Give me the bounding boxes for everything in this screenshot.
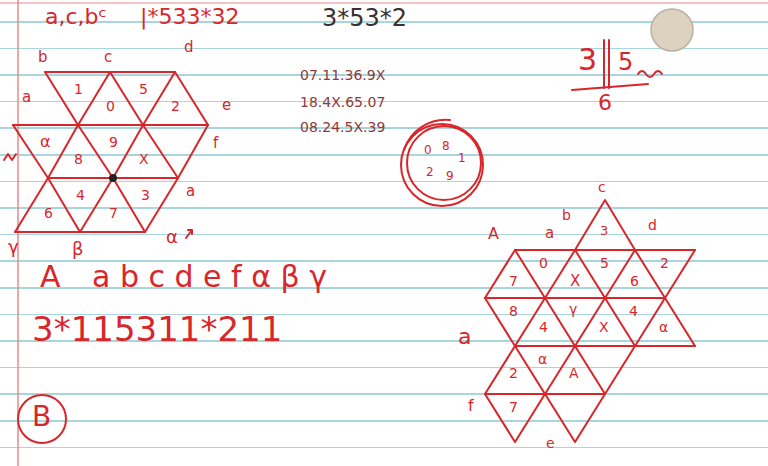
sketch-label: 5 xyxy=(600,256,609,270)
sketch-label: e xyxy=(546,436,555,450)
sketch-label: 3 xyxy=(578,45,597,75)
grid-line xyxy=(485,298,695,346)
sketch-label: 4 xyxy=(629,304,638,318)
sketch-label: 6 xyxy=(44,206,53,220)
circle-stroke xyxy=(407,126,481,200)
sketch-label: 2 xyxy=(660,256,669,270)
sketch-label: 1 xyxy=(458,152,466,164)
sequence-note: |*533*32 xyxy=(140,6,239,28)
triangle-grid-left xyxy=(4,72,208,238)
sketch-label: a xyxy=(545,226,554,241)
sketch-label: a xyxy=(458,326,471,348)
sketch-label: d xyxy=(648,218,657,232)
slash xyxy=(572,84,648,90)
sketch-label: 0 xyxy=(539,256,548,270)
sketch-label: α xyxy=(40,134,51,150)
sketch-label: d xyxy=(184,40,194,55)
sketch-label: a xyxy=(186,184,195,199)
triangle-grid-right xyxy=(485,200,695,442)
punch-hole xyxy=(651,9,693,51)
circled-mark xyxy=(18,395,66,443)
arrow-mark xyxy=(186,230,192,238)
sketch-label: A xyxy=(488,226,499,242)
sketch-label: a xyxy=(22,90,31,105)
note-number: 08.24.5X.39 xyxy=(300,120,385,134)
note-number: 18.4X.65.07 xyxy=(300,95,385,109)
sketch-label: f xyxy=(213,136,218,151)
note-number: 07.11.36.9X xyxy=(300,68,385,82)
sketch-label: γ xyxy=(8,238,19,256)
sketch-label: 2 xyxy=(171,99,180,113)
grid-line xyxy=(45,72,208,125)
sketch-label: A xyxy=(40,262,61,292)
letter-row: a b c d e f α β γ xyxy=(92,262,327,292)
squiggle xyxy=(4,154,16,160)
grid-line xyxy=(485,394,605,442)
sketch-label: 6 xyxy=(598,92,612,114)
sketch-label: c xyxy=(104,50,112,65)
double-bar xyxy=(604,40,609,88)
grid-line xyxy=(485,346,635,394)
sketch-label: 2 xyxy=(509,366,518,380)
sketch-label: A xyxy=(569,366,579,380)
sequence-note: 3*53*2 xyxy=(322,6,407,30)
sketch-label: 1 xyxy=(74,82,83,96)
sketch-label: 4 xyxy=(539,320,548,334)
grid-line xyxy=(485,250,695,298)
sketch-label: γ xyxy=(569,302,577,316)
sketch-label: 8 xyxy=(74,152,83,166)
grid-line xyxy=(485,250,695,394)
scribble-circle xyxy=(401,120,483,206)
squiggle xyxy=(638,71,662,77)
sketch-label: β xyxy=(72,240,84,258)
sketch-label: α xyxy=(538,352,547,366)
circle-stroke xyxy=(401,124,483,206)
sketch-label: 4 xyxy=(76,188,85,202)
sketch-label: α xyxy=(659,320,668,334)
sketch-label: 6 xyxy=(630,274,639,288)
sketch-label: 2 xyxy=(426,166,434,178)
sketch-label: 3 xyxy=(600,224,608,237)
circled-letter: B xyxy=(32,403,51,431)
sketch-label: α xyxy=(166,228,178,246)
sketch-label: b xyxy=(38,50,48,65)
sketch-label: 7 xyxy=(109,206,118,220)
sketch-label: 7 xyxy=(509,274,518,288)
vertex-dot xyxy=(109,174,117,182)
sketch-label: 9 xyxy=(109,135,118,149)
sketch-label: 3 xyxy=(141,188,150,202)
sketch-label: 5 xyxy=(618,50,633,74)
sketch-label: c xyxy=(598,180,606,194)
sketch-label: b xyxy=(562,208,571,222)
grid-line xyxy=(15,178,178,232)
sketch-label: 7 xyxy=(509,400,518,414)
sketch-label: 0 xyxy=(424,144,432,156)
grid-line xyxy=(13,72,208,232)
margin-line xyxy=(0,2,768,3)
sketch-label: X xyxy=(139,152,149,166)
grid-line xyxy=(13,125,208,178)
grid-line xyxy=(575,200,635,250)
sketch-label: X xyxy=(570,274,580,289)
sketch-label: e xyxy=(222,98,231,113)
sketch-label: X xyxy=(599,320,609,334)
sketch-label: 0 xyxy=(106,99,115,113)
sequence-note: a,c,bᶜ xyxy=(45,6,107,28)
sketch-label: 9 xyxy=(446,170,454,182)
bar-mark xyxy=(572,40,662,90)
sequence-note: 3*115311*211 xyxy=(32,312,282,346)
sketch-label: 8 xyxy=(442,140,450,152)
sketch-label: 8 xyxy=(509,304,518,318)
sketch-label: 5 xyxy=(139,82,148,96)
sketch-label: f xyxy=(468,398,474,414)
